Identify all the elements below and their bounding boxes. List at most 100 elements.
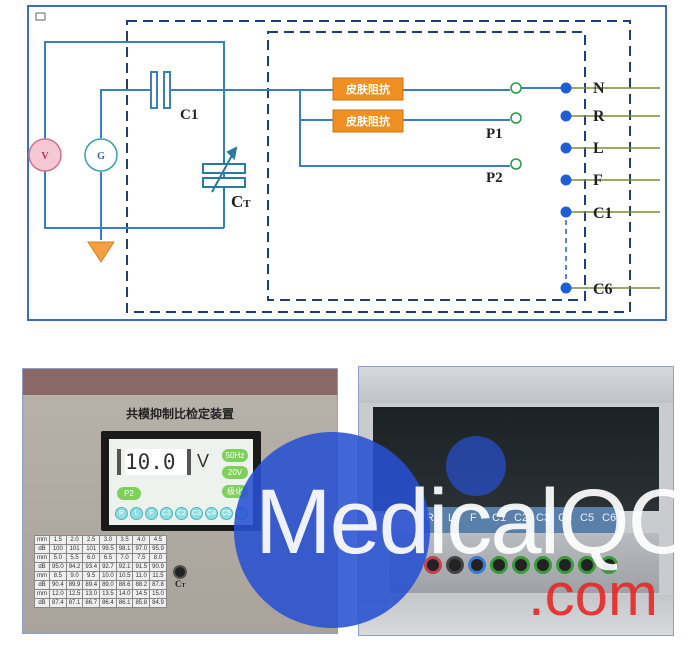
spec-cell: 14.0 <box>115 589 134 599</box>
switch-node-p2 <box>510 158 522 170</box>
terminal-jack-c6[interactable] <box>600 556 618 574</box>
spec-cell: 101 <box>65 544 84 554</box>
spec-cell: 5.0 <box>49 553 67 563</box>
spec-cell: 95.9 <box>149 544 167 554</box>
terminal-label-c3: C3 <box>536 512 551 524</box>
btn-p2[interactable]: P2 <box>117 487 141 500</box>
lead-label-n: N <box>593 80 605 97</box>
circuit-diagram: V G C1 CT 皮肤阻抗 皮肤阻抗 P1 P2 N R L F C1 C6 <box>27 5 667 321</box>
display-cursor <box>117 449 121 475</box>
watermark-globe-small <box>446 436 506 496</box>
channel-button-f[interactable]: F <box>145 507 158 520</box>
terminal-label-c1: C1 <box>492 512 507 524</box>
spec-cell: 8.0 <box>149 553 167 563</box>
terminal-jack-c2[interactable] <box>512 556 530 574</box>
terminal-strip <box>415 507 619 533</box>
spec-cell: 11.0 <box>132 571 151 581</box>
spec-cell: 95.0 <box>49 562 67 572</box>
btn-20v[interactable]: 20V <box>222 466 248 479</box>
impedance-box-1 <box>332 77 404 101</box>
terminal-label-c6: C6 <box>602 512 617 524</box>
spec-cell: dB <box>34 598 50 608</box>
spec-cell: mm <box>34 553 50 563</box>
spec-cell: 6.5 <box>99 553 117 563</box>
spec-cell: 2.5 <box>82 535 101 545</box>
spec-cell: 84.9 <box>149 598 167 608</box>
spec-cell: dB <box>34 544 50 554</box>
btn-50hz[interactable]: 50Hz <box>222 449 248 462</box>
impedance-label-1: 皮肤阻抗 <box>345 82 390 96</box>
voltmeter-label: V <box>41 151 49 162</box>
spec-cell: mm <box>34 589 50 599</box>
c1-label: C1 <box>180 107 198 123</box>
spec-cell: 14.5 <box>132 589 151 599</box>
channel-button-c2[interactable]: C2 <box>175 507 188 520</box>
channel-button-c1[interactable]: C1 <box>160 507 173 520</box>
ct-jack-icon[interactable] <box>173 565 187 579</box>
terminal-dot-n <box>560 82 572 94</box>
spec-cell: 89.9 <box>65 580 84 590</box>
spec-cell: 9.0 <box>65 571 84 581</box>
spec-cell: 86.7 <box>82 598 101 608</box>
terminal-jack-l[interactable] <box>446 556 464 574</box>
galvanometer-icon <box>84 138 118 172</box>
device-title: 共模抑制比检定装置 <box>125 407 234 421</box>
spec-cell: 89.0 <box>99 580 117 590</box>
spec-cell: 12.0 <box>49 589 67 599</box>
channel-button-l[interactable]: L <box>130 507 143 520</box>
terminal-jack-c3[interactable] <box>534 556 552 574</box>
channel-button-r[interactable]: R <box>115 507 128 520</box>
spec-cell: 92.7 <box>99 562 117 572</box>
p2-label: P2 <box>486 170 503 186</box>
enclosure-top <box>359 367 673 403</box>
channel-button-c3[interactable]: C3 <box>190 507 203 520</box>
terminal-label-c4: C4 <box>558 512 573 524</box>
spec-cell: dB <box>34 580 50 590</box>
terminal-dot-l <box>560 142 572 154</box>
terminal-jack-c5[interactable] <box>578 556 596 574</box>
galvanometer-label: G <box>97 151 105 162</box>
spec-cell: 89.4 <box>82 580 101 590</box>
spec-cell: 99.5 <box>99 544 117 554</box>
frame-corner-mark <box>35 12 46 21</box>
spec-cell: 12.5 <box>65 589 84 599</box>
voltmeter-icon <box>28 138 62 172</box>
terminal-jack-c1[interactable] <box>490 556 508 574</box>
impedance-label-2: 皮肤阻抗 <box>345 114 390 128</box>
spec-cell: 7.5 <box>132 553 151 563</box>
switch-node-n <box>510 82 522 94</box>
terminal-dot-c6 <box>560 282 572 294</box>
lead-label-c6: C6 <box>593 281 613 298</box>
device-top-band <box>23 369 337 395</box>
terminal-jack-c4[interactable] <box>556 556 574 574</box>
ct-label: CT <box>231 192 251 211</box>
p1-label: P1 <box>486 126 503 142</box>
watermark-globe <box>234 432 430 628</box>
terminal-dot-f <box>560 174 572 186</box>
channel-button-c5[interactable]: C5 <box>220 507 233 520</box>
terminal-label-c2: C2 <box>514 512 529 524</box>
spec-cell: 15.0 <box>149 589 167 599</box>
display-separator <box>187 449 191 475</box>
spec-cell: 88.2 <box>132 580 151 590</box>
spec-cell: 91.5 <box>132 562 151 572</box>
spec-cell: 10.0 <box>99 571 117 581</box>
channel-button-c4[interactable]: C4 <box>205 507 218 520</box>
lead-label-r: R <box>593 108 605 125</box>
spec-cell: 90.4 <box>49 580 67 590</box>
spec-cell: 85.8 <box>132 598 151 608</box>
spec-cell: 10.5 <box>115 571 134 581</box>
spec-cell: mm <box>34 571 50 581</box>
spec-cell: 7.0 <box>115 553 134 563</box>
spec-cell: 98.1 <box>115 544 134 554</box>
terminal-jack-r[interactable] <box>424 556 442 574</box>
display-unit: V <box>197 451 210 471</box>
spec-cell: 3.0 <box>99 535 117 545</box>
lead-label-f: F <box>593 172 603 189</box>
terminal-jack-f[interactable] <box>468 556 486 574</box>
spec-cell: 90.9 <box>149 562 167 572</box>
